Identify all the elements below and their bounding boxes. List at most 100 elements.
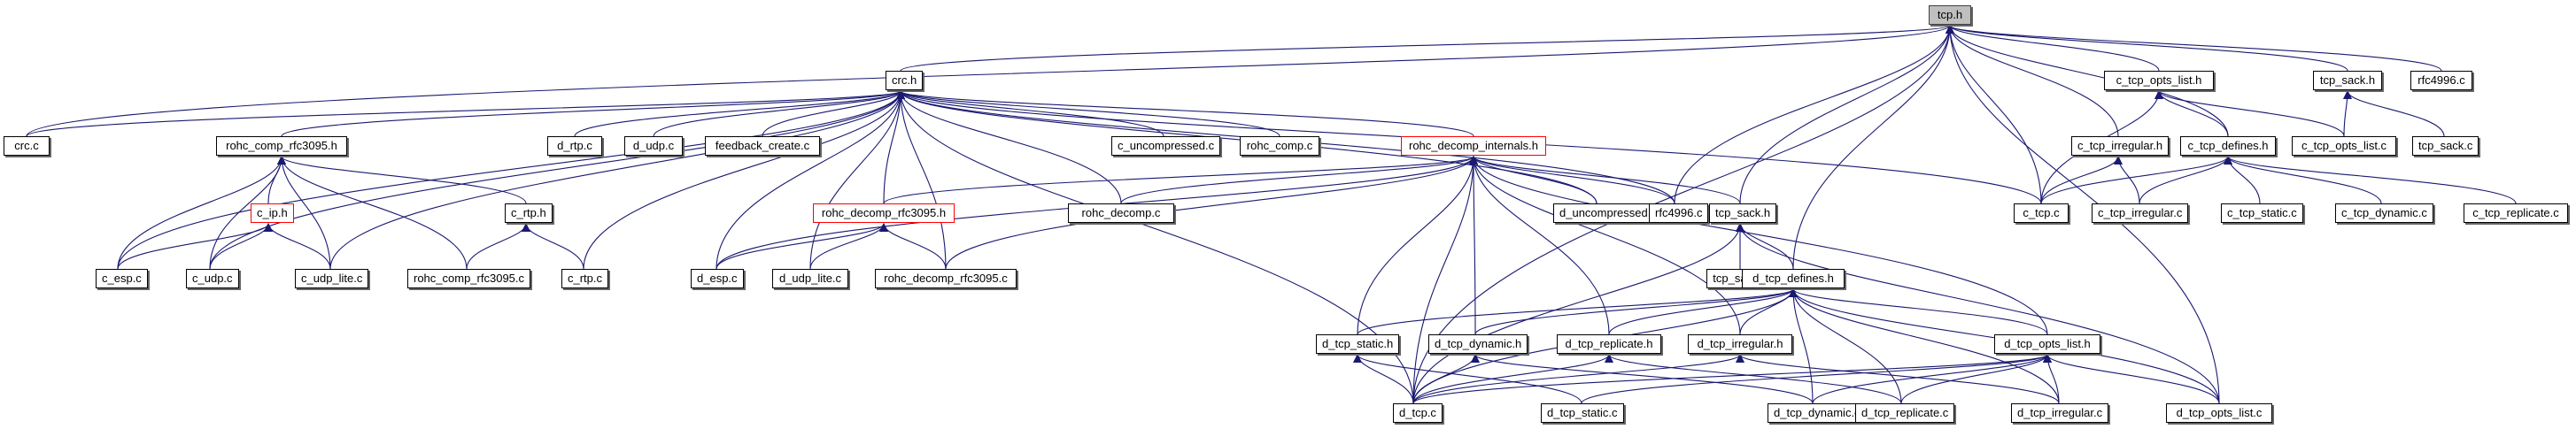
graph-node-d-tcp-static-h[interactable]: d_tcp_static.h [1316, 334, 1400, 354]
graph-node-tcp-sack-h[interactable]: tcp_sack.h [2313, 71, 2382, 90]
graph-node-d-esp-c[interactable]: d_esp.c [691, 269, 744, 288]
dependency-edge-c-udp-lite-c-to-rohc-comp-rfc3095-h [277, 156, 331, 270]
graph-node-rohc-decomp-rfc3095-h[interactable]: rohc_decomp_rfc3095.h [813, 203, 955, 223]
graph-node-rohc-comp-rfc3095-h[interactable]: rohc_comp_rfc3095.h [216, 136, 347, 156]
dependency-edge-c-rtp-h-to-rohc-comp-rfc3095-h [277, 156, 527, 204]
dependency-edge-rohc-decomp-rfc3095-h-to-rohc-decomp-internals-h [883, 156, 1478, 204]
graph-node-c-tcp-irregular-h[interactable]: c_tcp_irregular.h [2071, 136, 2170, 156]
dependency-edge-d-tcp-c-to-d-tcp-replicate-h [1412, 354, 1613, 404]
dependency-edge-d-tcp-defines-h-to-tcp-h [1792, 25, 1954, 270]
graph-node-c-tcp-replicate-c[interactable]: c_tcp_replicate.c [2464, 203, 2568, 223]
graph-node-d-tcp-replicate-c[interactable]: d_tcp_replicate.c [1855, 403, 1955, 423]
graph-node-c-tcp-defines-h[interactable]: c_tcp_defines.h [2180, 136, 2276, 156]
dependency-edge-d-tcp-replicate-c-to-d-tcp-replicate-h [1605, 354, 1902, 404]
dependency-edge-c-esp-c-to-rohc-comp-rfc3095-h [117, 156, 286, 270]
graph-node-c-tcp-dynamic-c[interactable]: c_tcp_dynamic.c [2335, 203, 2433, 223]
graph-node-d-tcp-dynamic-h[interactable]: d_tcp_dynamic.h [1428, 334, 1528, 354]
dependency-edge-d-tcp-static-h-to-rohc-decomp-internals-h [1357, 156, 1478, 335]
dependency-edge-c-tcp-opts-list-h-to-tcp-h [1946, 25, 2160, 72]
graph-node-c-tcp-static-c[interactable]: c_tcp_static.c [2221, 203, 2303, 223]
graph-node-rfc4996-c-top[interactable]: rfc4996.c [2410, 71, 2472, 90]
graph-node-rfc4996-c[interactable]: rfc4996.c [1649, 203, 1709, 223]
dependency-edge-d-tcp-c-to-tcp-sack-h2 [1412, 223, 1744, 404]
graph-node-tcp-sack-h2[interactable]: tcp_sack.h [1709, 203, 1777, 223]
dependency-edge-d-tcp-dynamic-h-to-rohc-decomp-internals-h [1469, 156, 1478, 335]
dependency-edge-tcp-sack-h-to-tcp-h [1946, 25, 2348, 72]
dependency-edge-d-tcp-c-to-d-tcp-irregular-h [1412, 354, 1744, 404]
dependency-edge-d-tcp-opts-list-h-to-d-tcp-defines-h [1789, 288, 2048, 335]
dependency-edge-rohc-decomp-rfc3095-h-to-crc-h [883, 90, 905, 204]
dependency-edge-c-tcp-static-c-to-c-tcp-defines-h [2224, 156, 2261, 204]
dependency-edge-rfc4996-c-to-rohc-decomp-internals-h [1469, 156, 1675, 204]
graph-node-d-rtp-c[interactable]: d_rtp.c [547, 136, 602, 156]
dependency-edge-c-tcp-defines-h-to-c-tcp-opts-list-h [2154, 90, 2229, 137]
graph-node-tcp-sack-c-top[interactable]: tcp_sack.c [2412, 136, 2479, 156]
graph-node-c-rtp-h[interactable]: c_rtp.h [505, 203, 553, 223]
graph-node-tcp-h: tcp.h [1929, 5, 1971, 25]
dependency-edge-c-esp-c-to-crc-h [117, 90, 905, 270]
graph-node-d-tcp-replicate-h[interactable]: d_tcp_replicate.h [1557, 334, 1661, 354]
dependency-edge-d-tcp-opts-list-c-to-d-tcp-opts-list-h [2043, 354, 2220, 404]
dependency-edge-d-tcp-opts-list-c-to-tcp-sack-h2 [1736, 223, 2220, 404]
dependency-edge-c-rtp-c-to-c-rtp-h [522, 223, 584, 270]
dependency-edge-d-tcp-replicate-c-to-d-tcp-opts-list-h [1900, 354, 2052, 404]
dependency-edge-rfc4996-c-to-tcp-h [1674, 25, 1954, 204]
dependency-edge-rohc-comp-rfc3095-h-to-crc-h [281, 90, 905, 137]
dependency-edge-d-rtp-c-to-crc-h [574, 90, 905, 137]
graph-node-c-uncompressed-c[interactable]: c_uncompressed.c [1111, 136, 1221, 156]
dependency-edge-c-tcp-opts-list-c-to-tcp-sack-h [2343, 90, 2352, 137]
dependency-edge-rohc-comp-rfc3095-c-to-rohc-comp-rfc3095-h [277, 156, 468, 270]
graph-node-rohc-decomp-c[interactable]: rohc_decomp.c [1068, 203, 1174, 223]
dependency-edge-c-tcp-defines-h-to-tcp-h [1946, 25, 2229, 137]
dependency-edge-d-tcp-irregular-h-to-rohc-decomp-internals-h [1469, 156, 1741, 335]
graph-node-d-tcp-opts-list-c[interactable]: d_tcp_opts_list.c [2166, 403, 2272, 423]
graph-node-rohc-decomp-internals-h[interactable]: rohc_decomp_internals.h [1401, 136, 1546, 156]
dependency-edge-d-tcp-opts-list-c-to-tcp-h [1946, 25, 2220, 404]
graph-node-d-tcp-dynamic-c[interactable]: d_tcp_dynamic.c [1768, 403, 1867, 423]
graph-node-d-tcp-static-c[interactable]: d_tcp_static.c [1541, 403, 1624, 423]
graph-node-c-rtp-c[interactable]: c_rtp.c [561, 269, 609, 288]
graph-node-c-tcp-opts-list-c[interactable]: c_tcp_opts_list.c [2292, 136, 2396, 156]
dependency-edge-d-tcp-static-h-to-d-tcp-defines-h [1357, 288, 1798, 335]
dependency-edge-d-tcp-replicate-c-to-d-tcp-defines-h [1789, 288, 1902, 404]
graph-node-d-tcp-defines-h[interactable]: d_tcp_defines.h [1742, 269, 1845, 288]
graph-node-d-tcp-c[interactable]: d_tcp.c [1393, 403, 1443, 423]
dependency-edge-rohc-decomp-rfc3095-c-to-rohc-decomp-internals-h [945, 156, 1478, 270]
dependency-edge-c-tcp-c-to-c-tcp-defines-h [2040, 156, 2232, 204]
dependency-edge-feedback-create-c-to-crc-h [762, 90, 905, 137]
dependency-edge-d-uncompressed-c-to-rohc-decomp-internals-h [1469, 156, 1597, 204]
dependency-edge-c-rtp-c-to-crc-h [583, 90, 905, 270]
graph-node-d-udp-c[interactable]: d_udp.c [624, 136, 683, 156]
graph-node-d-uncompressed-c[interactable]: d_uncompressed.c [1553, 203, 1663, 223]
graph-node-d-tcp-irregular-h[interactable]: d_tcp_irregular.h [1688, 334, 1792, 354]
dependency-edge-d-udp-c-to-crc-h [653, 90, 905, 137]
graph-node-c-udp-lite-c[interactable]: c_udp_lite.c [295, 269, 369, 288]
dependency-edge-d-tcp-static-c-to-d-tcp-opts-list-h [1581, 354, 2052, 404]
graph-node-rohc-comp-c[interactable]: rohc_comp.c [1240, 136, 1319, 156]
graph-node-feedback-create-c[interactable]: feedback_create.c [705, 136, 820, 156]
graph-node-c-esp-c[interactable]: c_esp.c [96, 269, 148, 288]
dependency-edge-tcp-sack-h2-to-rohc-decomp-internals-h [1469, 156, 1741, 204]
dependency-edge-d-udp-lite-c-to-crc-h [809, 90, 905, 270]
graph-node-c-tcp-irregular-c[interactable]: c_tcp_irregular.c [2092, 203, 2189, 223]
dependency-edge-d-tcp-static-c-to-d-tcp-static-h [1353, 354, 1582, 404]
dependency-edge-d-tcp-replicate-h-to-rohc-decomp-internals-h [1469, 156, 1610, 335]
graph-node-d-tcp-irregular-c[interactable]: d_tcp_irregular.c [2011, 403, 2109, 423]
graph-node-c-udp-c[interactable]: c_udp.c [186, 269, 239, 288]
graph-node-d-tcp-opts-list-h[interactable]: d_tcp_opts_list.h [1994, 334, 2100, 354]
graph-node-c-tcp-c[interactable]: c_tcp.c [2014, 203, 2069, 223]
dependency-edge-d-tcp-dynamic-h-to-d-tcp-defines-h [1474, 288, 1798, 335]
graph-node-rohc-decomp-rfc3095-c[interactable]: rohc_decomp_rfc3095.c [875, 269, 1017, 288]
graph-node-crc-c[interactable]: crc.c [4, 136, 50, 156]
dependency-edge-rohc-decomp-c-to-rohc-decomp-internals-h [1120, 156, 1478, 204]
graph-node-crc-h[interactable]: crc.h [886, 71, 924, 90]
dependency-edge-tcp-sack-c-top-to-tcp-sack-h [2343, 90, 2445, 137]
graph-node-d-udp-lite-c[interactable]: d_udp_lite.c [772, 269, 848, 288]
dependency-edge-c-tcp-irregular-c-to-c-tcp-irregular-h [2114, 156, 2140, 204]
graph-node-c-tcp-opts-list-h[interactable]: c_tcp_opts_list.h [2104, 71, 2214, 90]
dependency-edge-c-udp-c-to-crc-h [209, 90, 905, 270]
graph-node-c-ip-h[interactable]: c_ip.h [251, 203, 294, 223]
dependency-edge-c-udp-lite-c-to-c-ip-h [264, 223, 331, 270]
graph-node-rohc-comp-rfc3095-c[interactable]: rohc_comp_rfc3095.c [407, 269, 531, 288]
